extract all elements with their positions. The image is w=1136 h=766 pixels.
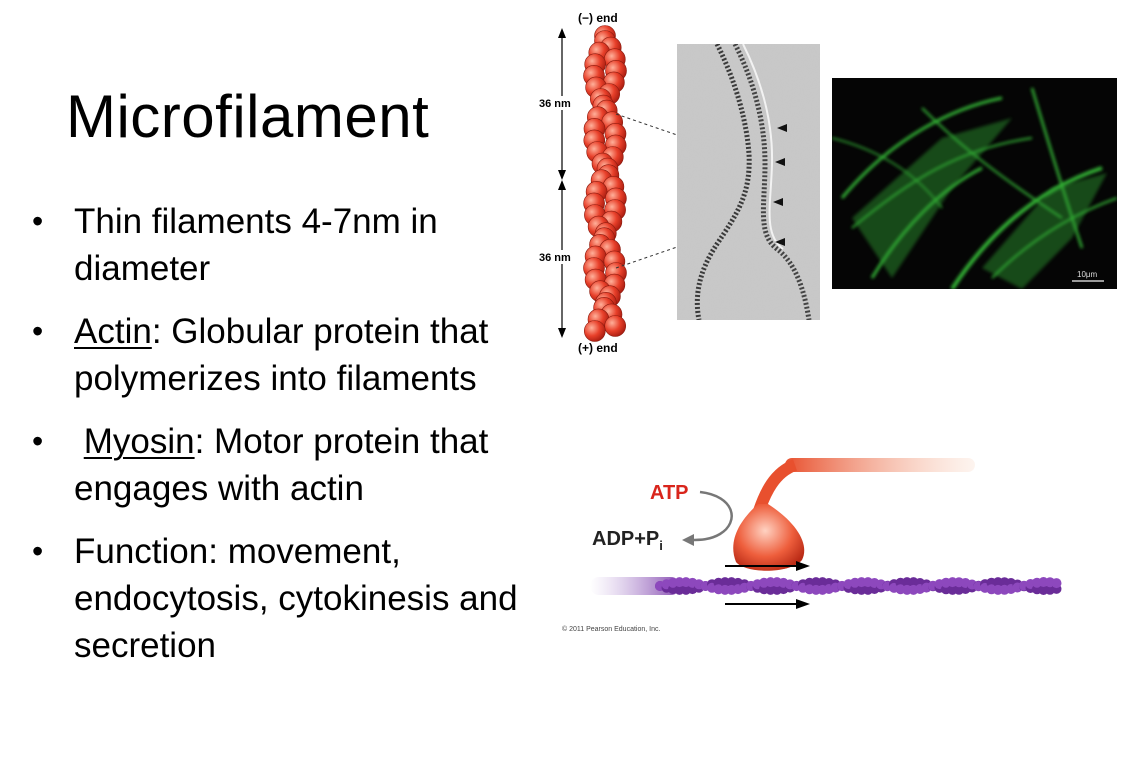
arrowhead-icon — [558, 170, 566, 180]
cycle-arrow-icon — [689, 490, 733, 542]
scale-bar-label: 10μm — [1077, 270, 1098, 279]
arrow-icon — [775, 158, 785, 166]
myosin-head — [733, 504, 805, 571]
actin-filament-model: (−) end (+) end 36 nm 36 nm — [538, 11, 680, 355]
arrow-icon — [775, 238, 785, 246]
arrowhead-icon — [558, 180, 566, 190]
pitch-label-bottom: 36 nm — [539, 252, 571, 264]
bullet-text: : Motor protein that engages with actin — [74, 422, 489, 508]
myosin-actin-diagram: ATP ADP+Pi © 2011 Pearson Education, Inc… — [562, 458, 1062, 633]
arrow-icon — [773, 198, 783, 206]
actin-filament — [655, 577, 1062, 595]
slide-title: Microfilament — [66, 83, 430, 150]
copyright: © 2011 Pearson Education, Inc. — [562, 625, 660, 633]
electron-micrograph — [677, 44, 820, 320]
pitch-label-top: 36 nm — [539, 98, 571, 110]
bullet-term: Myosin — [83, 422, 195, 461]
actin-bead — [1051, 578, 1062, 589]
bullet-term: Actin — [74, 312, 152, 351]
bullet-item: • Actin: Globular protein that polymeriz… — [30, 308, 530, 402]
bullet-text: Function: movement, endocytosis, cytokin… — [74, 532, 518, 665]
bullet-dot-icon: • — [32, 423, 44, 459]
bullet-dot-icon: • — [32, 203, 44, 239]
adp-label: ADP+Pi — [592, 528, 663, 553]
arrowhead-icon — [682, 534, 694, 546]
bullet-list: • Thin filaments 4-7nm in diameter • Act… — [30, 198, 530, 685]
actin-monomer — [584, 320, 606, 342]
bullet-text: Thin filaments 4-7nm in diameter — [74, 202, 438, 288]
fluorescence-micrograph: 10μm — [832, 78, 1117, 289]
bullet-item: • Thin filaments 4-7nm in diameter — [30, 198, 530, 292]
bullet-dot-icon: • — [32, 313, 44, 349]
bullet-item: • Myosin: Motor protein that engages wit… — [30, 418, 530, 512]
actin-monomer — [604, 315, 626, 337]
bullet-text: : Globular protein that polymerizes into… — [74, 312, 489, 398]
arrowhead-icon — [558, 28, 566, 38]
arrow-icon — [777, 124, 787, 132]
arrow-icon — [796, 561, 810, 571]
myosin-tail — [785, 458, 975, 472]
actin-monomers — [583, 25, 627, 342]
bullet-dot-icon: • — [32, 533, 44, 569]
bullet-item: • Function: movement, endocytosis, cytok… — [30, 528, 530, 669]
atp-label: ATP — [650, 482, 689, 504]
minus-end-label: (−) end — [578, 11, 618, 25]
arrow-icon — [796, 599, 810, 609]
plus-end-label: (+) end — [578, 341, 618, 355]
arrowhead-icon — [558, 328, 566, 338]
